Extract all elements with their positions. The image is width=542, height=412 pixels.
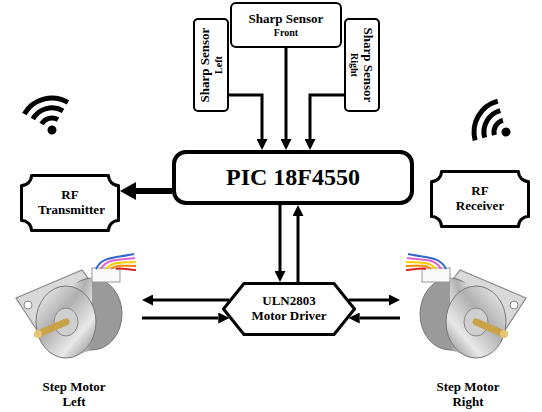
rf-module: RF Transmitter	[20, 174, 120, 232]
shape-outline	[22, 176, 119, 231]
node-text: Left	[213, 56, 225, 74]
sensor-box: Sharp SensorLeft	[193, 18, 229, 112]
rf-module: RF Receiver	[430, 170, 530, 228]
node-content: ULN2803 Motor Driver	[244, 294, 334, 324]
wifi-icon	[22, 93, 75, 140]
signal-arrow	[360, 317, 400, 320]
node-content: Sharp SensorLeft	[196, 21, 226, 109]
node-content: PIC 18F4550	[226, 164, 360, 192]
node-text: Step Motor Left	[34, 380, 114, 410]
driver-hexagon: ULN2803 Motor Driver	[222, 282, 356, 336]
signal-arrow	[136, 188, 172, 194]
node-content: Sharp SensorRight	[347, 21, 377, 109]
sensor-box: Sharp SensorRight	[344, 18, 380, 112]
node-text: Step Motor Right	[428, 380, 508, 410]
node-content: RF Receiver	[448, 184, 512, 214]
stepper-motor: Step Motor Left	[6, 250, 142, 410]
node-content: Step Motor Left	[34, 380, 114, 410]
node-text: RF Receiver	[448, 184, 512, 214]
sensor-box: Sharp SensorFront	[230, 2, 342, 48]
stepper-motor-picture	[406, 254, 526, 358]
signal-arrow	[310, 95, 344, 139]
node-text: RF Transmitter	[38, 188, 102, 218]
signal-arrow	[229, 95, 262, 139]
node-text: Sharp Sensor	[198, 28, 213, 103]
node-text: ULN2803 Motor Driver	[244, 294, 334, 324]
signal-arrow	[142, 317, 218, 320]
node-content: Step Motor Right	[428, 380, 508, 410]
stepper-motor-picture	[16, 254, 136, 358]
signal-arrow	[285, 48, 288, 139]
controller-box: PIC 18F4550	[172, 150, 414, 205]
signal-arrow	[349, 299, 389, 302]
node-text: Sharp Sensor	[360, 28, 375, 103]
wifi-icon	[467, 96, 521, 153]
shape-outline	[224, 284, 355, 335]
node-text: PIC 18F4550	[226, 164, 360, 192]
signal-arrow	[297, 216, 300, 282]
node-text: Front	[249, 27, 324, 39]
node-text: Sharp Sensor	[249, 12, 324, 27]
signal-arrow	[153, 299, 229, 302]
shape-outline	[432, 172, 529, 227]
signal-arrow	[279, 205, 282, 271]
node-text: Right	[349, 53, 361, 77]
node-content: RF Transmitter	[38, 188, 102, 218]
node-content: Sharp SensorFront	[249, 12, 324, 38]
stepper-motor: Step Motor Right	[400, 250, 536, 410]
